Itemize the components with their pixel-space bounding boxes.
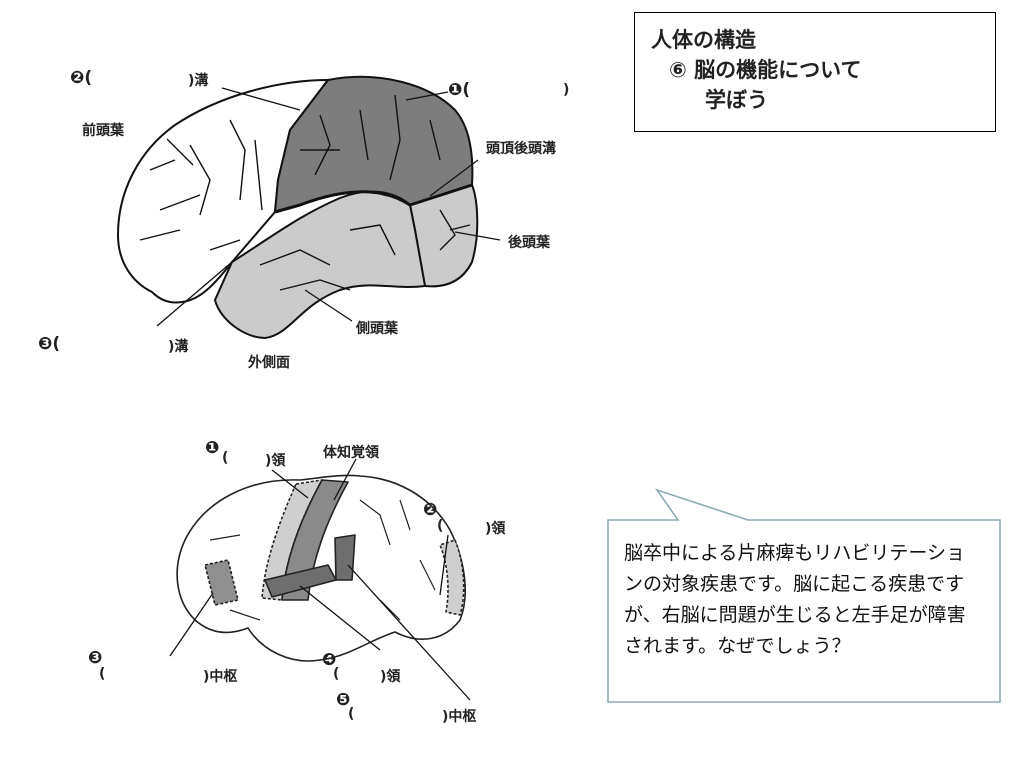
bottom-leader-lines — [169, 458, 471, 701]
title-line-3: 学ぼう — [705, 88, 768, 112]
frontal-lobe — [117, 79, 329, 304]
speech-sensory-area — [334, 534, 356, 581]
temporal-lobe — [214, 190, 426, 339]
bottom-brain — [176, 474, 466, 662]
bottom-label-1: ❶ — [205, 438, 220, 458]
bottom-label-3-open: ( — [99, 666, 106, 682]
title-line-1: 人体の構造 — [651, 28, 756, 52]
occipital-lobe-label: 後頭葉 — [508, 235, 550, 251]
somatosensory-label: 体知覚領 — [323, 445, 379, 461]
bottom-label-2-open: ( — [437, 518, 444, 534]
top-label-2-suffix: )溝 — [188, 73, 209, 89]
callout-bubble — [607, 488, 1001, 703]
bottom-label-3: ❸ — [88, 648, 103, 668]
parieto-occipital-label: 頭頂後頭溝 — [486, 141, 556, 157]
title-line-2: ⑥ 脳の機能について — [669, 58, 862, 82]
visual-area — [439, 539, 465, 616]
bottom-label-3-suffix: )中枢 — [203, 669, 238, 685]
title-box: 人体の構造 ⑥ 脳の機能について 学ぼう — [634, 12, 996, 132]
top-label-3-suffix: )溝 — [168, 339, 189, 355]
bottom-label-4: ❹ — [322, 650, 337, 670]
temporal-lobe-label: 側頭葉 — [356, 321, 398, 337]
bottom-label-5-open: ( — [348, 706, 355, 722]
bottom-label-2-suffix: )領 — [485, 521, 506, 537]
top-label-1: ❶( — [448, 80, 471, 100]
bottom-label-1-suffix: )領 — [265, 453, 286, 469]
top-label-2: ❷( — [70, 68, 93, 88]
somatosensory-area — [281, 479, 349, 601]
motor-area — [261, 479, 323, 601]
top-label-1-close: ) — [563, 82, 570, 98]
bottom-label-5: ❺ — [336, 690, 351, 710]
bottom-label-2: ❷ — [423, 500, 438, 520]
lateral-view-label: 外側面 — [248, 355, 290, 371]
top-leader-lines — [156, 87, 501, 327]
top-label-3: ❸( — [38, 334, 61, 354]
top-brain — [117, 75, 479, 339]
bottom-label-5-suffix: )中枢 — [442, 709, 477, 725]
frontal-lobe-label: 前頭葉 — [82, 123, 124, 139]
bottom-label-4-suffix: )領 — [380, 669, 401, 685]
bottom-label-4-open: ( — [333, 666, 340, 682]
bottom-label-1-open: ( — [222, 450, 229, 466]
callout-text: 脳卒中による片麻痺もリハビリテーションの対象疾患です。脳に起こる疾患ですが、右脳… — [624, 542, 966, 657]
